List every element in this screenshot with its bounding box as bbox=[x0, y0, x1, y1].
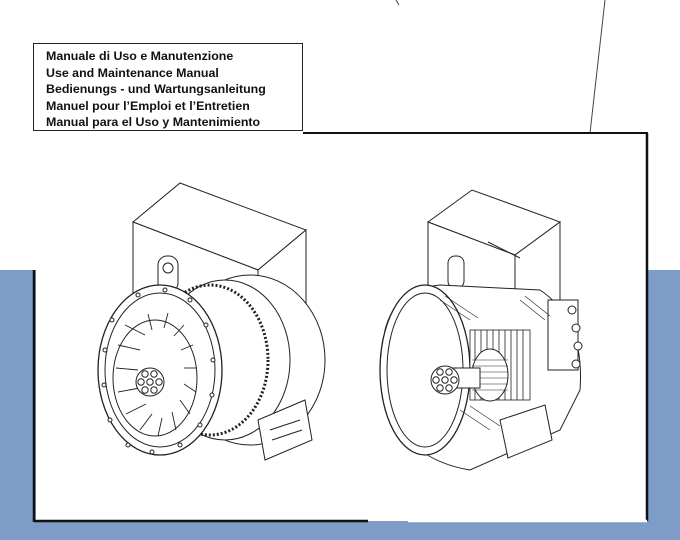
title-italian: Manuale di Uso e Manutenzione bbox=[46, 49, 234, 63]
title-german: Bedienungs - und Wartungsanleitung bbox=[46, 82, 266, 96]
title-spanish: Manual para el Uso y Mantenimiento bbox=[46, 115, 261, 129]
title-french: Manuel pour l’Emploi et l’Entretien bbox=[46, 98, 250, 113]
manual-title-box: Manuale di Uso e Manutenzione Use and Ma… bbox=[33, 43, 303, 131]
alternator-exterior-illustration bbox=[97, 182, 326, 461]
title-english: Use and Maintenance Manual bbox=[46, 65, 219, 80]
alternator-cutaway-illustration bbox=[379, 189, 583, 471]
